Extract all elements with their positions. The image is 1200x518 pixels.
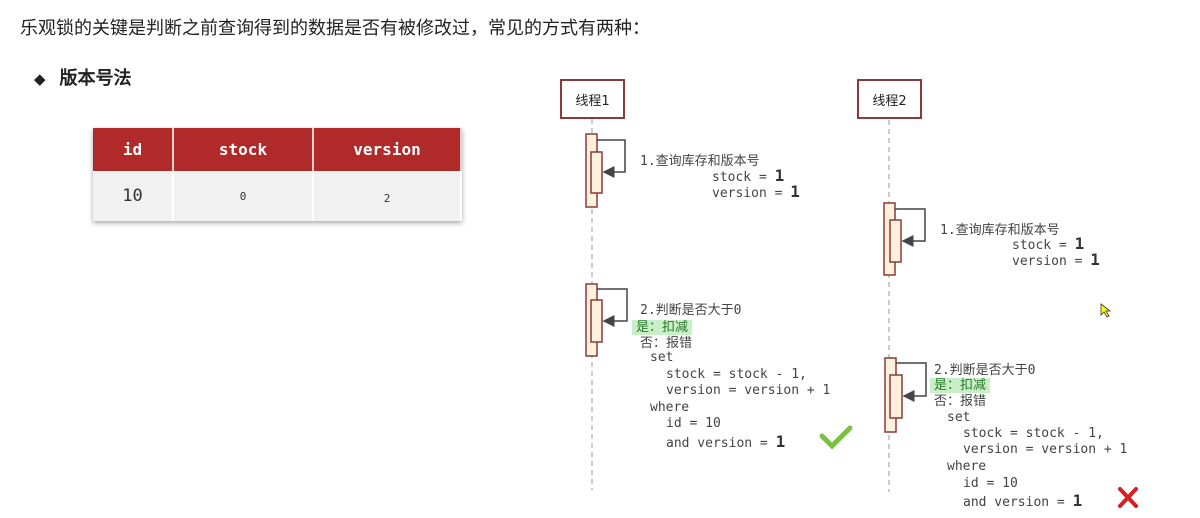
- t2-set2: version = version + 1: [963, 442, 1128, 457]
- t2-stock-val: 1: [1074, 234, 1085, 253]
- diamond-bullet-icon: ◆: [34, 70, 46, 88]
- t2-step1-title: 1.查询库存和版本号: [940, 223, 1060, 238]
- version-table: id stock version 10 0 2: [93, 128, 462, 221]
- t1-set: set: [650, 350, 674, 365]
- t1-no: 否：报错: [640, 336, 693, 351]
- header-version: version: [313, 128, 462, 171]
- t1-set2: version = version + 1: [666, 383, 831, 398]
- t2-step2-title: 2.判断是否大于0: [934, 363, 1036, 378]
- t1-where: where: [650, 400, 690, 415]
- t2-version-val: 1: [1090, 250, 1100, 269]
- cell-id: 10: [93, 171, 174, 221]
- mouse-cursor-icon: [1100, 303, 1112, 318]
- t2-set: set: [947, 410, 971, 425]
- t1-stock-val: 1: [774, 166, 785, 185]
- t1-step1-title: 1.查询库存和版本号: [640, 154, 760, 169]
- t2-stock-label: stock =: [1012, 238, 1075, 253]
- t2-no: 否：报错: [934, 394, 987, 409]
- method-label: 版本号法: [59, 68, 132, 89]
- activation-t2-1: [883, 202, 926, 276]
- table-header-row: id stock version: [93, 128, 462, 171]
- t2-w2-val: 1: [1072, 491, 1083, 510]
- t1-set1: stock = stock - 1,: [666, 367, 807, 382]
- t2-w2: and version =: [963, 495, 1073, 510]
- thread2-box: 线程2: [857, 79, 922, 119]
- page-heading: 乐观锁的关键是判断之前查询得到的数据是否有被修改过，常见的方式有两种：: [20, 18, 650, 39]
- t1-step2-title: 2.判断是否大于0: [640, 303, 742, 318]
- t2-where: where: [947, 459, 987, 474]
- header-stock: stock: [173, 128, 314, 171]
- table-row: 10 0 2: [93, 171, 462, 221]
- t1-w2: and version =: [666, 436, 776, 451]
- thread1-box: 线程1: [560, 79, 625, 119]
- t1-stock-label: stock =: [712, 170, 775, 185]
- t2-w1: id = 10: [963, 476, 1018, 491]
- cross-icon: [1118, 487, 1138, 508]
- method-heading: ◆ 版本号法: [34, 64, 132, 90]
- t2-set1: stock = stock - 1,: [963, 426, 1104, 441]
- header-id: id: [93, 128, 174, 171]
- t2-yes: 是：扣减: [930, 378, 991, 393]
- t1-version-label: version =: [712, 186, 791, 201]
- activation-t2-2: [884, 357, 927, 433]
- t1-yes: 是：扣减: [632, 320, 693, 335]
- cell-version: 2: [313, 171, 462, 221]
- t1-version-val: 1: [790, 182, 800, 201]
- t2-version-label: version =: [1012, 254, 1091, 269]
- t1-w1: id = 10: [666, 416, 721, 431]
- activation-t1-2: [585, 283, 628, 357]
- t1-w2-val: 1: [775, 432, 786, 451]
- cell-stock: 0: [173, 171, 314, 221]
- check-icon: [819, 425, 853, 450]
- activation-t1-1: [585, 133, 626, 208]
